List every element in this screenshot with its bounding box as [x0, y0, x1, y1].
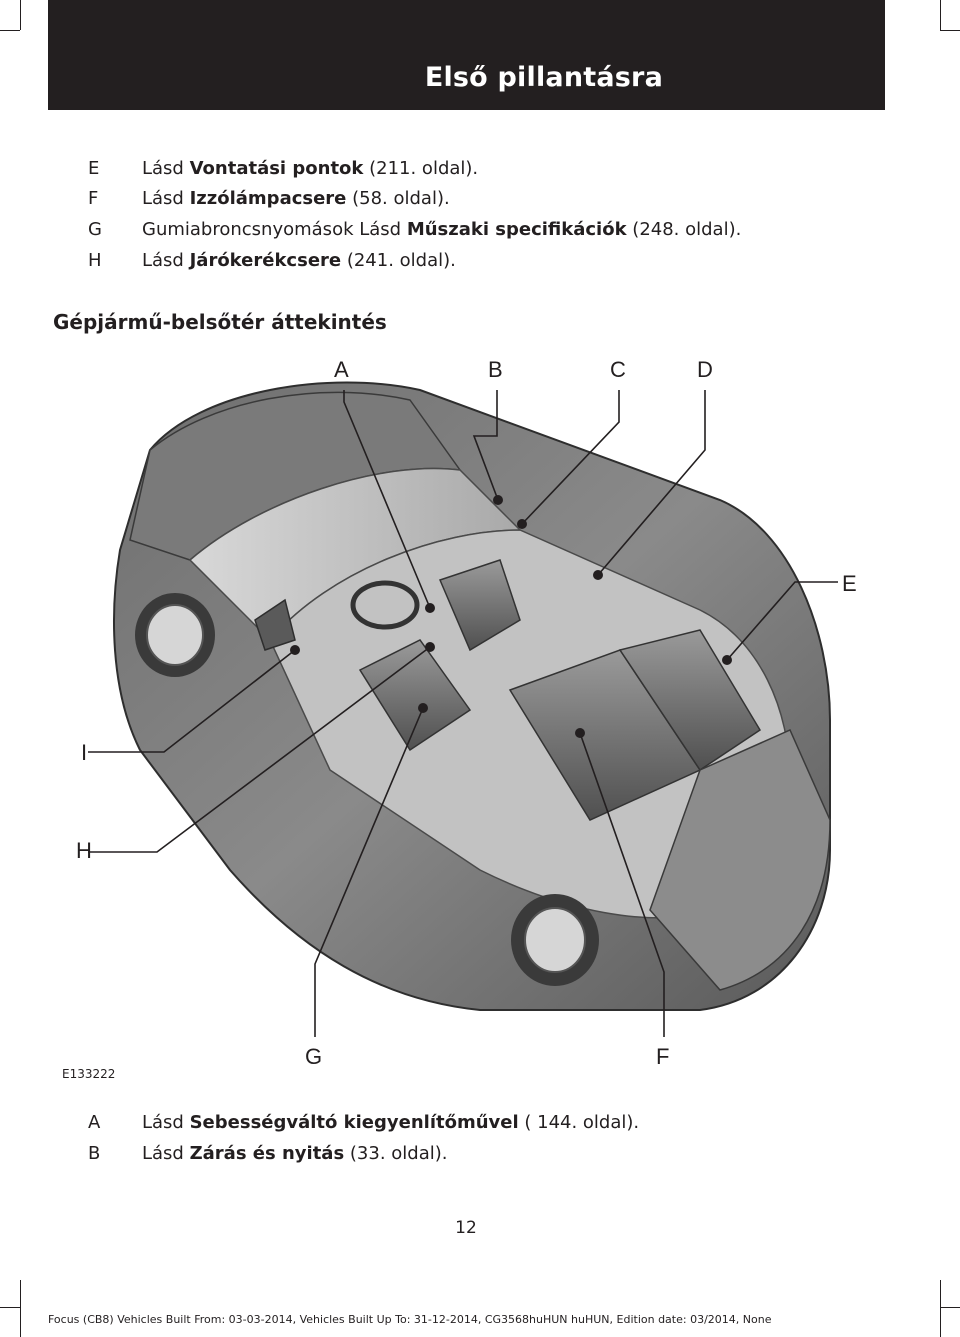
callout-label: E	[842, 571, 857, 596]
page-header	[48, 0, 885, 110]
cross-reference-link[interactable]: Vontatási pontok	[189, 158, 364, 179]
callout-label: C	[610, 357, 626, 382]
callout-label: A	[334, 357, 349, 382]
callout-label: I	[81, 740, 88, 765]
car-cutaway-drawing	[88, 381, 838, 1037]
leader-line-a	[343, 390, 431, 609]
crop-mark	[0, 1307, 20, 1308]
item-key: E	[88, 158, 100, 179]
item-text: Lásd Zárás és nyitás (33. oldal).	[142, 1143, 448, 1164]
item-text: Lásd Sebességváltó kiegyenlítőművel ( 14…	[142, 1112, 640, 1133]
item-key: F	[88, 188, 99, 209]
page-number: 12	[455, 1218, 477, 1238]
item-key: H	[88, 250, 102, 271]
item-text: Gumiabroncsnyomások Lásd Műszaki specifi…	[142, 219, 742, 240]
callout-label: B	[488, 357, 503, 382]
cross-reference-link[interactable]: Műszaki specifikációk	[406, 219, 627, 240]
callout-label: F	[656, 1044, 670, 1069]
item-key: B	[88, 1143, 101, 1164]
vehicle-interior-illustration	[0, 350, 960, 1090]
leader-line-b	[521, 390, 620, 525]
item-text: Lásd Járókerékcsere (241. oldal).	[142, 250, 456, 271]
crop-mark	[20, 1280, 21, 1337]
crop-mark	[940, 1280, 941, 1337]
crop-mark	[0, 30, 20, 31]
item-text: Lásd Izzólámpacsere (58. oldal).	[142, 188, 450, 209]
crop-mark	[940, 0, 941, 30]
callout-label: D	[697, 357, 713, 382]
section-heading: Gépjármű-belsőtér áttekintés	[53, 310, 387, 334]
footer-note: Focus (CB8) Vehicles Built From: 03-03-2…	[48, 1313, 772, 1326]
crop-mark	[940, 30, 960, 31]
crop-mark	[940, 1307, 960, 1308]
crop-mark	[20, 0, 21, 30]
callout-label: G	[305, 1044, 323, 1069]
item-key: G	[88, 219, 102, 240]
page-title: Első pillantásra	[424, 62, 663, 93]
cross-reference-link[interactable]: Zárás és nyitás	[189, 1143, 345, 1164]
callout-label: H	[76, 838, 92, 863]
item-key: A	[88, 1112, 101, 1133]
cross-reference-link[interactable]: Izzólámpacsere	[189, 188, 347, 209]
item-text: Lásd Vontatási pontok (211. oldal).	[142, 158, 479, 179]
cross-reference-link[interactable]: Sebességváltó kiegyenlítőművel	[189, 1112, 519, 1133]
figure-code: E133222	[62, 1067, 116, 1081]
cross-reference-link[interactable]: Járókerékcsere	[189, 250, 342, 271]
